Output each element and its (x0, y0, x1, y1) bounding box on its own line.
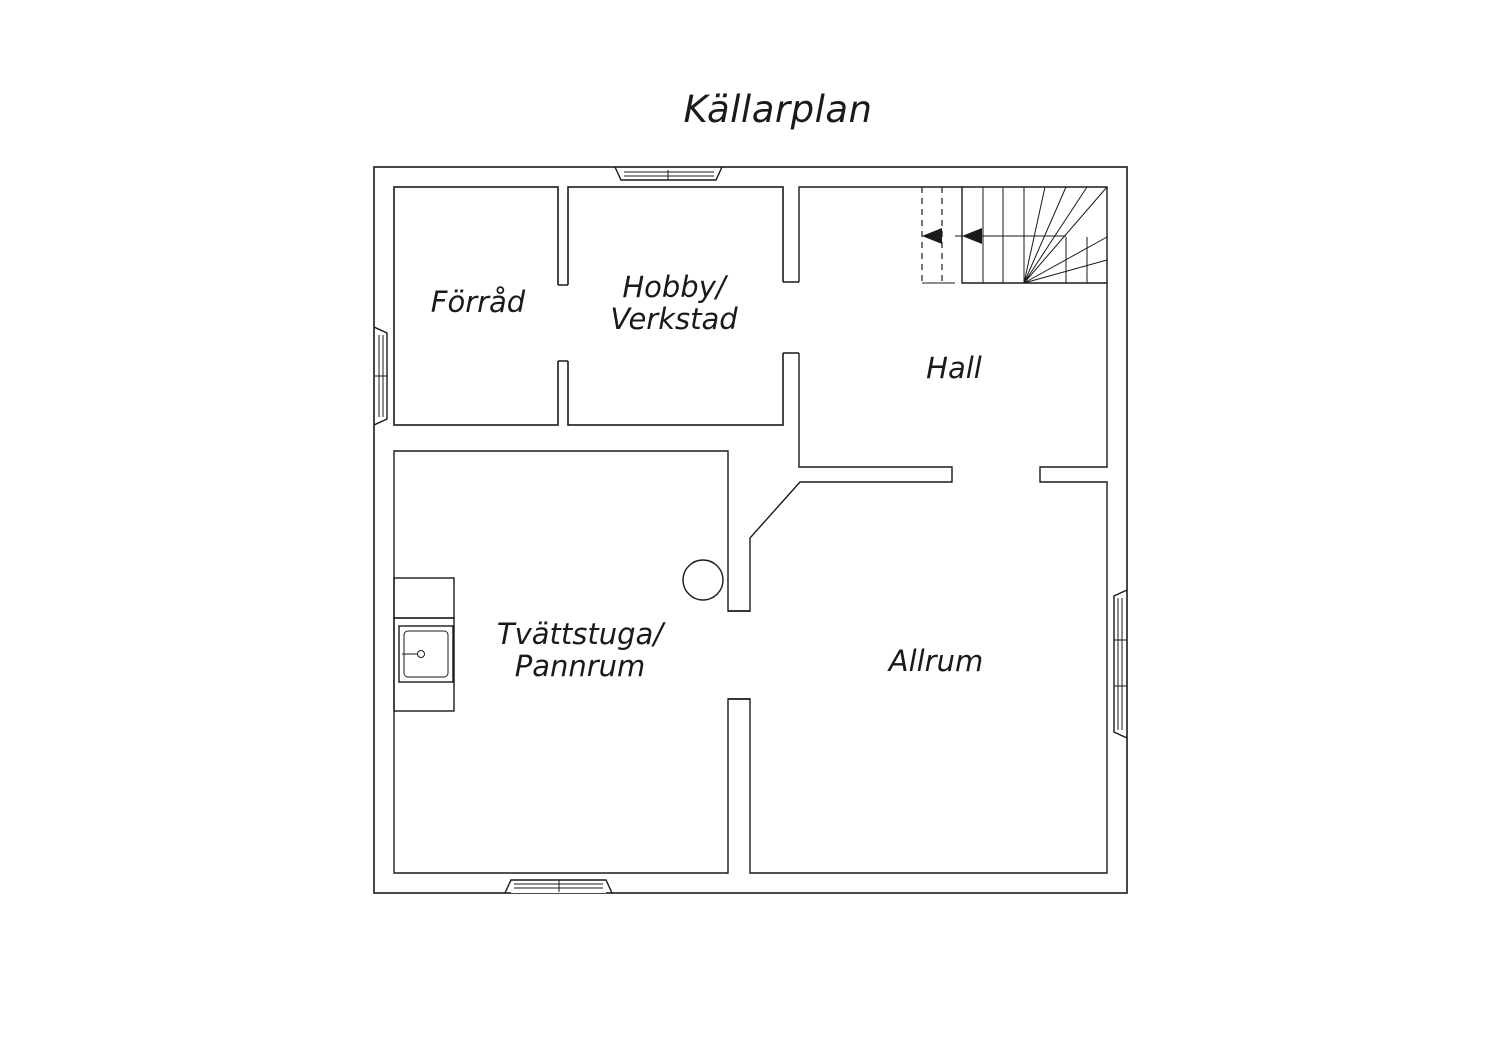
room-label-line: Tvättstuga/ (496, 617, 664, 651)
room-label-line: Allrum (888, 644, 984, 678)
room-hall-outline (393, 186, 1108, 874)
boiler-icon (682, 559, 724, 601)
room-label-line: Förråd (430, 285, 526, 319)
room-hobby-outline (567, 186, 784, 426)
room-label-line: Verkstad (610, 302, 738, 336)
room-forrad-outline (393, 186, 559, 426)
stair-arrow-icon-dashed (922, 228, 942, 244)
room-label-hobby: Hobby/ Verkstad (598, 271, 750, 335)
window-bottom (504, 879, 613, 894)
door-gap-hobby-left (566, 285, 570, 361)
sink-drain-icon (417, 650, 425, 658)
window-right (1113, 589, 1128, 739)
window-top (614, 166, 723, 181)
room-label-forrad: Förråd (424, 286, 532, 318)
wall-tvatt-allrum (728, 610, 750, 700)
door-gap-forrad (556, 285, 560, 361)
room-label-tvattstuga: Tvättstuga/ Pannrum (484, 618, 676, 682)
room-label-hall: Hall (912, 352, 996, 384)
plan-title: Källarplan (683, 88, 873, 131)
window-left (373, 326, 388, 426)
sink-outer (398, 625, 454, 683)
room-label-allrum: Allrum (876, 645, 996, 677)
stair-arrow-icon (962, 228, 982, 244)
room-label-line: Pannrum (514, 649, 646, 683)
door-jambs-hobby (783, 281, 799, 354)
staircase (921, 186, 1108, 284)
door-gap-hobby-right (781, 282, 785, 353)
door-jambs-forrad (558, 284, 568, 362)
room-label-line: Hobby/ (622, 270, 726, 304)
room-label-line: Hall (926, 351, 982, 385)
counter-sink-base (393, 617, 455, 712)
